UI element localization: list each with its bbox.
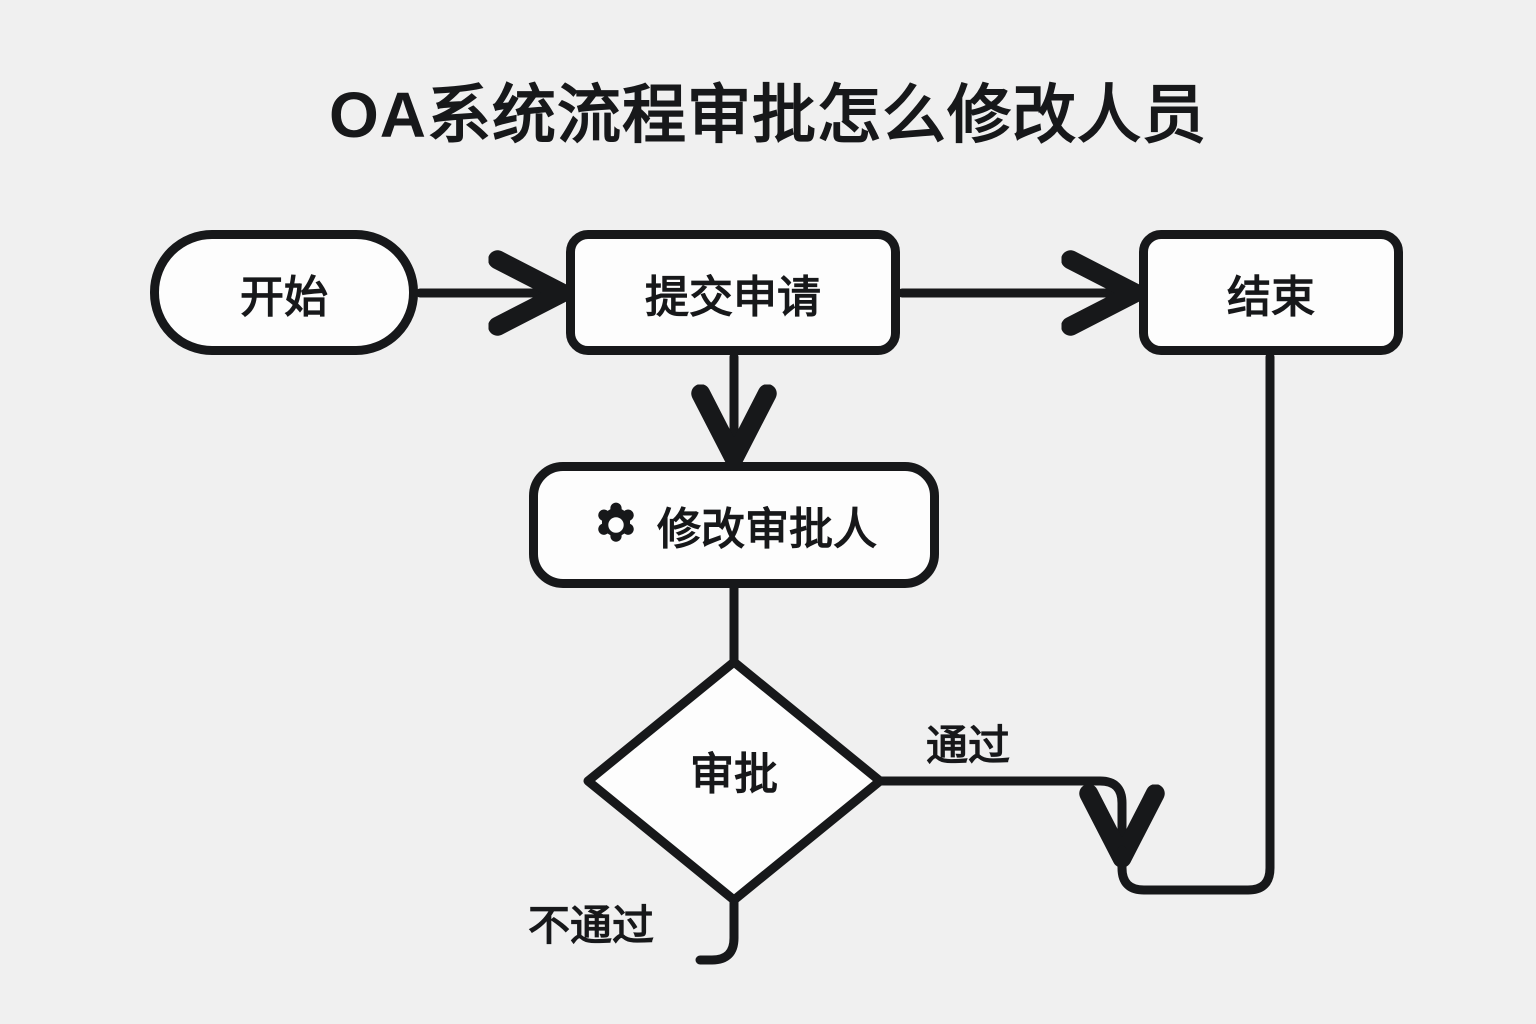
node-end[interactable]: 结束 xyxy=(1139,230,1403,355)
decision-diamond-review xyxy=(583,657,885,905)
edge-review-pass-segment-a xyxy=(875,776,1122,852)
node-start-label: 开始 xyxy=(240,272,328,322)
node-modify-approver[interactable]: 修改审批人 xyxy=(529,462,939,588)
gear-icon xyxy=(598,502,634,542)
edge-review-pass-segment-b xyxy=(1117,352,1275,895)
node-modify-label: 修改审批人 xyxy=(657,505,877,554)
node-start[interactable]: 开始 xyxy=(150,230,418,355)
edge-label-fail: 不通过 xyxy=(528,902,655,949)
node-submit-application[interactable]: 提交申请 xyxy=(566,230,900,355)
node-end-label: 结束 xyxy=(1227,272,1315,322)
page-title: OA系统流程审批怎么修改人员 xyxy=(329,79,1207,151)
edge-review-fail xyxy=(695,895,739,965)
edge-label-pass: 通过 xyxy=(926,722,1011,769)
node-submit-label: 提交申请 xyxy=(645,272,821,322)
